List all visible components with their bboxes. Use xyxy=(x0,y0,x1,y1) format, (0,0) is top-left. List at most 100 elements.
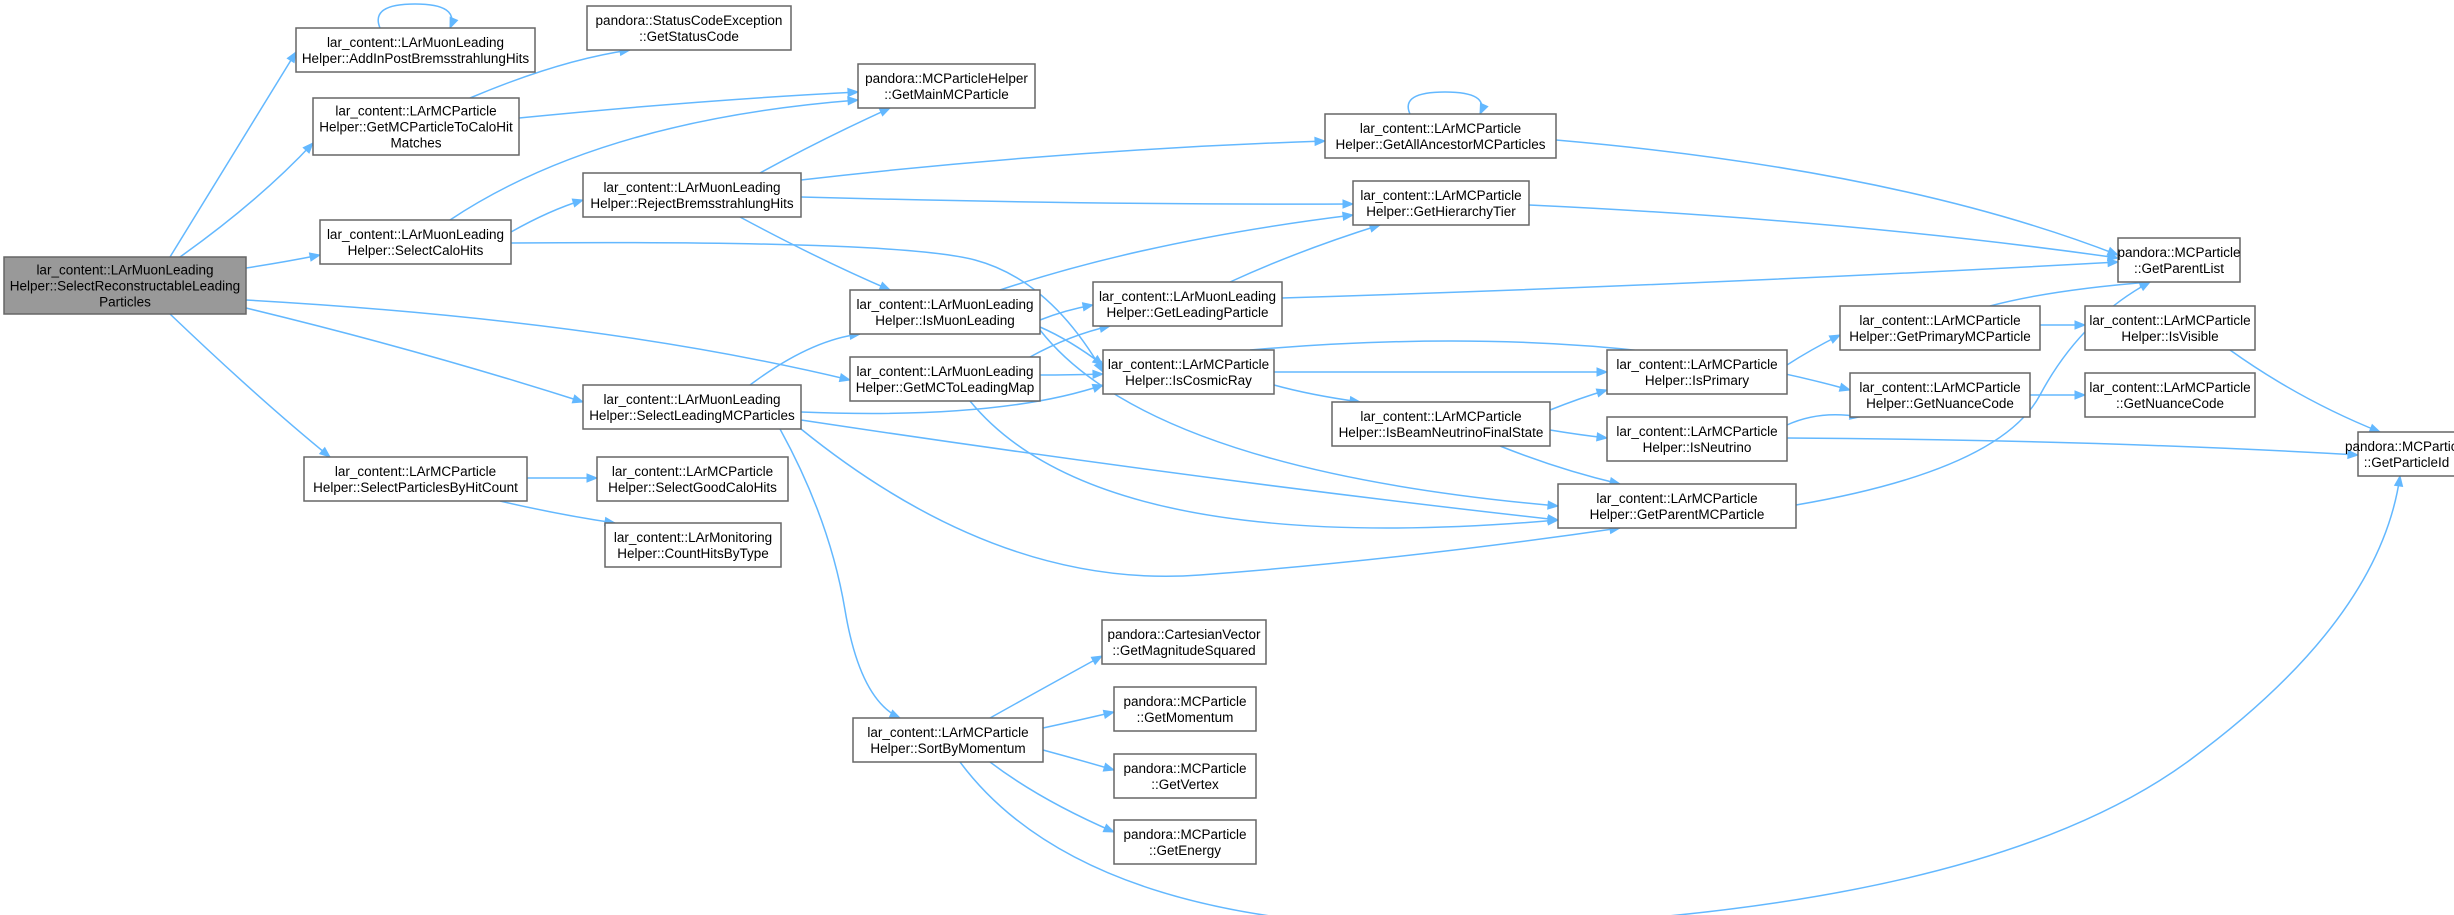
edge-line xyxy=(179,142,314,258)
arrowhead xyxy=(318,446,332,458)
edge-root-to-getMCToLeadingMap xyxy=(245,299,852,383)
edge-root-to-getMCToCalo xyxy=(179,142,314,258)
edge-root-to-selectParticlesByHit xyxy=(169,313,332,458)
edge-line xyxy=(1273,384,1361,403)
node-sortByMomentum[interactable]: lar_content::LArMCParticleHelper::SortBy… xyxy=(852,717,1044,763)
edge-rejectBrems-to-getMainMC xyxy=(759,107,892,174)
node-label-line: lar_content::LArMCParticle xyxy=(867,725,1028,740)
arrowhead xyxy=(449,16,459,30)
edge-line xyxy=(739,216,891,291)
node-getPrimaryMC[interactable]: lar_content::LArMCParticleHelper::GetPri… xyxy=(1839,305,2041,351)
node-label-line: Helper::GetAllAncestorMCParticles xyxy=(1335,137,1545,152)
arrowhead xyxy=(586,473,599,483)
node-label-line: lar_content::LArMuonLeading xyxy=(327,227,504,242)
node-countHits[interactable]: lar_content::LArMonitoringHelper::CountH… xyxy=(604,522,782,568)
edge-rejectBrems-to-getHierarchyTier xyxy=(800,196,1355,209)
node-getMagnitude[interactable]: pandora::CartesianVector::GetMagnitudeSq… xyxy=(1101,619,1267,665)
node-label-line: Helper::GetHierarchyTier xyxy=(1366,204,1516,219)
node-box xyxy=(849,356,1041,402)
node-box xyxy=(857,63,1036,109)
node-getMCToLeadingMap[interactable]: lar_content::LArMuonLeadingHelper::GetMC… xyxy=(849,356,1041,402)
node-label-line: lar_content::LArMCParticle xyxy=(2089,313,2250,328)
node-label-line: lar_content::LArMuonLeading xyxy=(856,297,1033,312)
node-isCosmicRay[interactable]: lar_content::LArMCParticleHelper::IsCosm… xyxy=(1102,349,1275,395)
node-label-line: Helper::SelectCaloHits xyxy=(348,243,484,258)
edge-line xyxy=(1039,329,1559,507)
node-getParentMC[interactable]: lar_content::LArMCParticleHelper::GetPar… xyxy=(1557,483,1797,529)
node-rejectBrems[interactable]: lar_content::LArMuonLeadingHelper::Rejec… xyxy=(582,172,802,218)
edge-rejectBrems-to-isMuonLeading xyxy=(739,216,892,291)
node-getNuanceCodeHelper[interactable]: lar_content::LArMCParticleHelper::GetNua… xyxy=(1849,372,2031,418)
node-isBeamNeutrino[interactable]: lar_content::LArMCParticleHelper::IsBeam… xyxy=(1331,401,1551,447)
edge-selectLeadingMC-to-isCosmicRay xyxy=(800,383,1105,415)
edge-line xyxy=(169,51,297,258)
node-label-line: pandora::CartesianVector xyxy=(1107,627,1261,642)
edge-line xyxy=(245,307,584,403)
node-selectLeadingMC[interactable]: lar_content::LArMuonLeadingHelper::Selec… xyxy=(582,384,802,430)
node-getAllAncestor[interactable]: lar_content::LArMCParticleHelper::GetAll… xyxy=(1324,113,1557,159)
edge-line xyxy=(999,214,1354,291)
node-label-line: Helper::AddInPostBremsstrahlungHits xyxy=(302,51,530,66)
arrowhead xyxy=(2074,390,2087,400)
node-getVertex[interactable]: pandora::MCParticle::GetVertex xyxy=(1113,753,1257,799)
node-selectGoodCalo[interactable]: lar_content::LArMCParticleHelper::Select… xyxy=(596,456,789,502)
arrowhead xyxy=(878,107,892,117)
node-isMuonLeading[interactable]: lar_content::LArMuonLeadingHelper::IsMuo… xyxy=(849,289,1041,335)
arrowhead xyxy=(847,96,860,106)
node-getParticleId[interactable]: pandora::MCParticle::GetParticleId xyxy=(2345,431,2454,477)
node-getParentList[interactable]: pandora::MCParticle::GetParentList xyxy=(2117,237,2241,283)
node-getLeadingParticle[interactable]: lar_content::LArMuonLeadingHelper::GetLe… xyxy=(1092,281,1283,327)
node-label-line: pandora::MCParticle xyxy=(2117,245,2240,260)
node-addInPost[interactable]: lar_content::LArMuonLeadingHelper::AddIn… xyxy=(295,27,536,73)
edge-selectCaloHits-to-rejectBrems xyxy=(510,198,585,233)
edge-line xyxy=(377,3,453,29)
arrowhead xyxy=(1102,709,1116,720)
node-getHierarchyTier[interactable]: lar_content::LArMCParticleHelper::GetHie… xyxy=(1352,180,1530,226)
node-isNeutrino[interactable]: lar_content::LArMCParticleHelper::IsNeut… xyxy=(1606,416,1788,462)
node-getEnergy[interactable]: pandora::MCParticle::GetEnergy xyxy=(1113,819,1257,865)
node-isPrimary[interactable]: lar_content::LArMCParticleHelper::IsPrim… xyxy=(1606,349,1788,395)
arrowhead xyxy=(571,198,585,208)
edge-isMuonLeading-to-getHierarchyTier xyxy=(999,211,1355,291)
node-box xyxy=(303,456,528,502)
node-selectCaloHits[interactable]: lar_content::LArMuonLeadingHelper::Selec… xyxy=(319,219,512,265)
edge-line xyxy=(1039,326,1104,366)
arrowhead xyxy=(308,252,322,262)
arrowhead xyxy=(1341,211,1355,221)
edge-rejectBrems-to-getAllAncestor xyxy=(800,136,1327,181)
node-label-line: Helper::GetNuanceCode xyxy=(1866,396,2014,411)
arrowhead xyxy=(878,281,892,291)
edge-root-to-addInPost xyxy=(169,50,297,258)
edge-line xyxy=(2229,349,2381,433)
node-label-line: Helper::GetParentMCParticle xyxy=(1590,507,1765,522)
node-label-line: pandora::MCParticle xyxy=(2345,439,2454,454)
node-label-line: lar_content::LArMCParticle xyxy=(335,464,496,479)
node-label-line: ::GetEnergy xyxy=(1149,843,1221,858)
arrowhead xyxy=(2074,320,2087,330)
node-label-line: Helper::SelectParticlesByHitCount xyxy=(313,480,518,495)
arrowhead xyxy=(1102,823,1116,833)
node-label-line: lar_content::LArMCParticle xyxy=(1108,357,1269,372)
edge-getAllAncestor-to-getParentList xyxy=(1555,139,2120,256)
node-isVisible[interactable]: lar_content::LArMCParticleHelper::IsVisi… xyxy=(2084,305,2256,351)
node-root[interactable]: lar_content::LArMuonLeadingHelper::Selec… xyxy=(3,256,247,315)
node-label-line: Helper::IsCosmicRay xyxy=(1125,373,1252,388)
node-box xyxy=(596,456,789,502)
node-box xyxy=(1849,372,2031,418)
node-getNuanceCodeMC[interactable]: lar_content::LArMCParticle::GetNuanceCod… xyxy=(2084,372,2256,418)
node-label-line: lar_content::LArMuonLeading xyxy=(36,263,213,278)
edge-line xyxy=(245,254,321,269)
node-label-line: Helper::GetLeadingParticle xyxy=(1106,305,1268,320)
node-getMainMC[interactable]: pandora::MCParticleHelper::GetMainMCPart… xyxy=(857,63,1036,109)
node-label-line: lar_content::LArMCParticle xyxy=(612,464,773,479)
node-label-line: Helper::IsVisible xyxy=(2121,329,2218,344)
arrowhead xyxy=(2368,423,2382,433)
edge-line xyxy=(779,428,901,719)
arrowhead xyxy=(1838,382,1852,392)
node-label-line: ::GetMainMCParticle xyxy=(884,87,1009,102)
node-statusCode[interactable]: pandora::StatusCodeException::GetStatusC… xyxy=(586,5,792,51)
node-getMCToCalo[interactable]: lar_content::LArMCParticleHelper::GetMCP… xyxy=(312,97,520,156)
node-getMomentum[interactable]: pandora::MCParticle::GetMomentum xyxy=(1113,686,1257,732)
node-selectParticlesByHit[interactable]: lar_content::LArMCParticleHelper::Select… xyxy=(303,456,528,502)
